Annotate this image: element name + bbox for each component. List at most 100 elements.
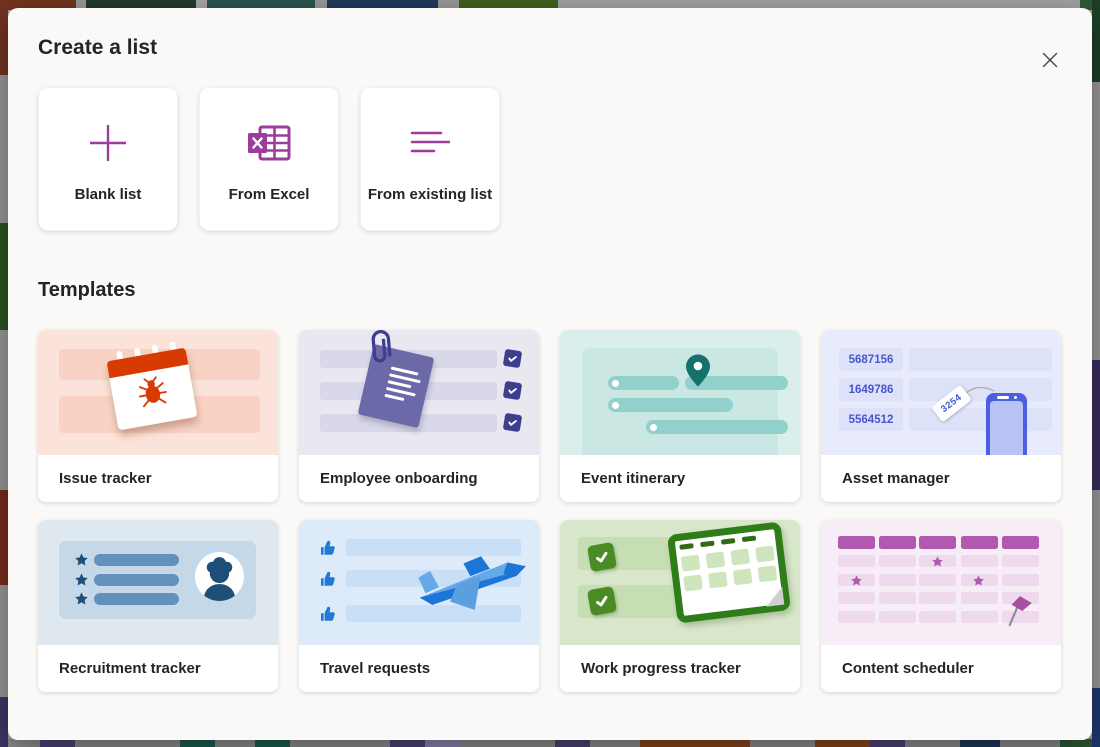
close-button[interactable] <box>1036 46 1064 74</box>
create-options-row: Blank list From Excel From existing list <box>38 87 500 231</box>
option-card-from-existing-list[interactable]: From existing list <box>360 87 500 231</box>
itinerary-bar <box>608 398 733 412</box>
grid-cell <box>838 592 875 604</box>
request-bar <box>346 605 521 622</box>
option-label: Blank list <box>74 186 142 203</box>
request-bar <box>346 539 521 556</box>
phone-icon <box>986 393 1027 455</box>
star-icon <box>851 574 862 586</box>
dialog-title: Create a list <box>38 36 158 59</box>
person-avatar-icon <box>195 552 244 601</box>
template-label: Employee onboarding <box>299 455 539 502</box>
profile-bar <box>94 554 179 566</box>
option-card-from-excel[interactable]: From Excel <box>199 87 339 231</box>
checkbox-checked-icon <box>502 348 523 369</box>
backdrop-right-fragments <box>1092 0 1100 747</box>
close-icon <box>1042 52 1058 68</box>
template-card-work-progress-tracker[interactable]: Work progress tracker <box>560 520 800 692</box>
template-label: Travel requests <box>299 645 539 692</box>
issue-tracker-preview <box>38 330 278 455</box>
grid-cell <box>838 555 875 567</box>
template-card-asset-manager[interactable]: 5687156 1649786 5564512 3254 Asset manag… <box>821 330 1061 502</box>
excel-icon <box>246 121 292 165</box>
star-icon <box>973 574 984 586</box>
star-icon <box>932 555 943 567</box>
location-pin-icon <box>686 354 710 387</box>
checkbox-checked-icon <box>586 541 618 573</box>
work-progress-tracker-preview <box>560 520 800 645</box>
flag-icon <box>1008 596 1032 627</box>
asset-manager-preview: 5687156 1649786 5564512 3254 <box>821 330 1061 455</box>
asset-row-bar <box>909 348 1052 371</box>
backdrop-left-fragments <box>0 0 8 747</box>
template-card-event-itinerary[interactable]: Event itinerary <box>560 330 800 502</box>
event-itinerary-preview <box>560 330 800 455</box>
templates-grid: Issue tracker <box>38 330 1061 692</box>
star-icon <box>75 553 88 566</box>
content-scheduler-preview <box>821 520 1061 645</box>
star-icon <box>75 592 88 605</box>
bug-calendar-icon <box>106 341 198 431</box>
grid-header-cell <box>919 536 956 549</box>
backdrop-top-fragments <box>0 0 1100 10</box>
itinerary-bar <box>608 376 679 390</box>
grid-cell <box>838 611 875 623</box>
airplane-icon <box>418 556 526 610</box>
template-label: Event itinerary <box>560 455 800 502</box>
create-list-dialog: Create a list Blank list From Excel <box>8 8 1092 740</box>
grid-header-cell <box>961 536 998 549</box>
thumbs-up-icon <box>321 571 335 586</box>
grid-header-cell <box>879 536 916 549</box>
grid-cell <box>879 592 916 604</box>
template-label: Issue tracker <box>38 455 278 502</box>
template-card-employee-onboarding[interactable]: Employee onboarding <box>299 330 539 502</box>
asset-id-cell: 5687156 <box>839 348 903 371</box>
templates-heading: Templates <box>38 279 136 301</box>
list-lines-icon <box>410 121 450 165</box>
template-card-issue-tracker[interactable]: Issue tracker <box>38 330 278 502</box>
itinerary-bar <box>685 376 788 390</box>
option-label: From Excel <box>228 186 310 203</box>
profile-bar <box>94 593 179 605</box>
asset-row-bar <box>909 408 1052 431</box>
template-card-travel-requests[interactable]: Travel requests <box>299 520 539 692</box>
grid-header-cell <box>1002 536 1039 549</box>
template-label: Recruitment tracker <box>38 645 278 692</box>
employee-onboarding-preview <box>299 330 539 455</box>
calendar-grid-icon <box>667 521 791 624</box>
backdrop-bottom-fragments <box>0 739 1100 747</box>
grid-cell <box>919 574 956 586</box>
grid-cell <box>961 611 998 623</box>
option-card-blank-list[interactable]: Blank list <box>38 87 178 231</box>
template-label: Asset manager <box>821 455 1061 502</box>
template-card-content-scheduler[interactable]: Content scheduler <box>821 520 1061 692</box>
template-label: Content scheduler <box>821 645 1061 692</box>
paperclip-icon <box>371 330 392 363</box>
grid-cell <box>879 555 916 567</box>
profile-bar <box>94 573 179 586</box>
template-label: Work progress tracker <box>560 645 800 692</box>
plus-icon <box>89 121 127 165</box>
checkbox-checked-icon <box>502 412 523 433</box>
thumbs-up-icon <box>321 606 335 621</box>
asset-id-cell: 1649786 <box>839 378 903 401</box>
grid-cell <box>961 592 998 604</box>
grid-cell <box>919 592 956 604</box>
grid-header-cell <box>838 536 875 549</box>
grid-cell <box>879 611 916 623</box>
checkbox-checked-icon <box>586 585 618 617</box>
asset-id-cell: 5564512 <box>839 408 903 431</box>
grid-cell <box>879 574 916 586</box>
grid-cell <box>1002 555 1039 567</box>
clipboard-icon <box>357 330 435 429</box>
grid-cell <box>919 611 956 623</box>
template-card-recruitment-tracker[interactable]: Recruitment tracker <box>38 520 278 692</box>
thumbs-up-icon <box>321 540 335 555</box>
itinerary-bar <box>646 420 788 434</box>
recruitment-tracker-preview <box>38 520 278 645</box>
checkbox-checked-icon <box>502 380 523 401</box>
grid-cell <box>961 555 998 567</box>
travel-requests-preview <box>299 520 539 645</box>
grid-cell <box>1002 574 1039 586</box>
star-icon <box>75 572 88 585</box>
